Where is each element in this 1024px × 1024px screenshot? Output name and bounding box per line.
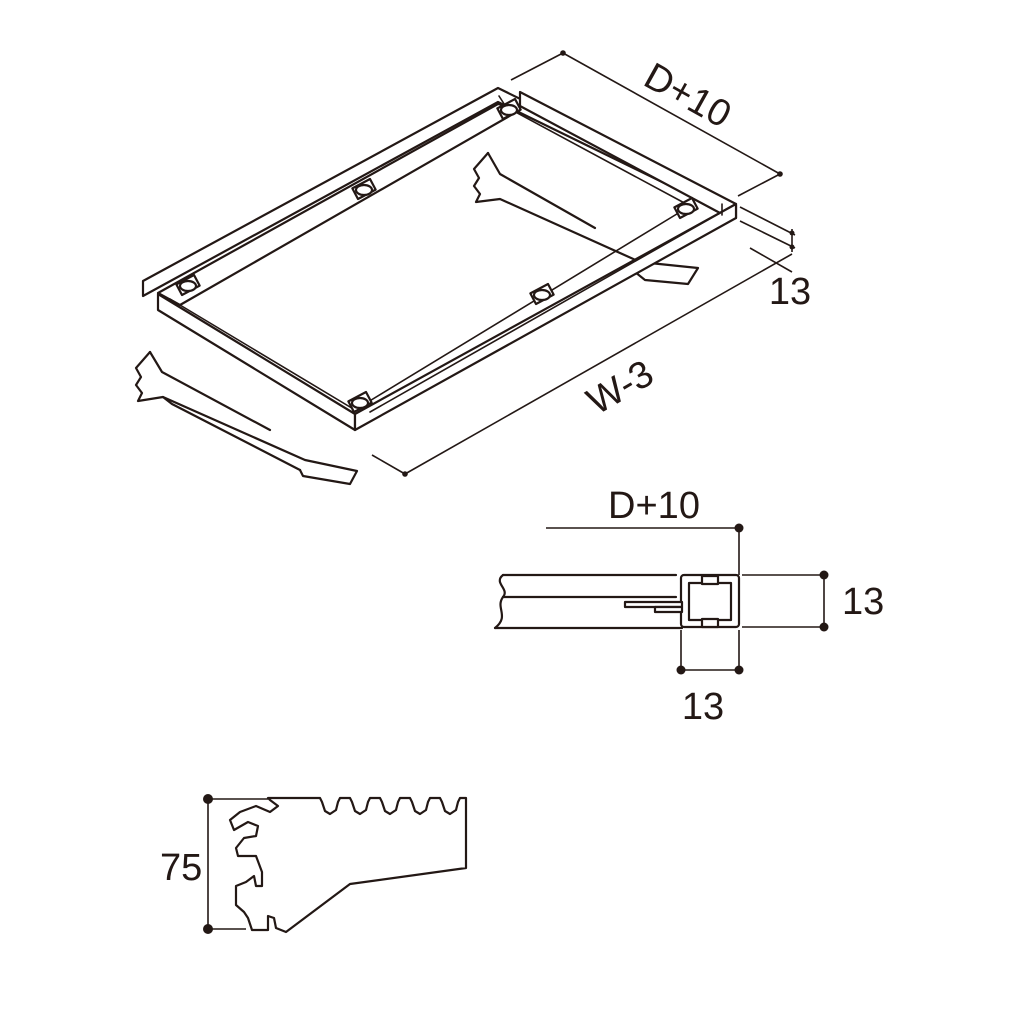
isometric-view: D+10 13 W-3: [134, 50, 811, 486]
bracket-height-dimension: [203, 794, 268, 934]
section-height-label: 13: [842, 581, 884, 623]
width-dimension: [371, 247, 793, 477]
clip-front-left: [175, 273, 201, 297]
mounting-clips: [175, 97, 699, 414]
clip-back-left: [496, 97, 522, 121]
section-width-label: 13: [682, 686, 724, 728]
width-dimension-label: W-3: [580, 352, 661, 423]
clip-back-right: [673, 196, 699, 220]
depth-dimension: [510, 50, 783, 197]
rear-bracket: [472, 151, 700, 286]
section-view: D+10 13 13: [493, 485, 884, 728]
depth-dimension-label: D+10: [637, 55, 738, 136]
section-width-dimension: [676, 630, 744, 675]
section-height-dimension: [742, 570, 829, 632]
clip-front-middle: [529, 282, 555, 306]
section-depth-dimension: [546, 523, 744, 575]
glass-edge: [493, 573, 684, 630]
height-dimension: [739, 206, 796, 252]
bracket-height-label: 75: [160, 847, 202, 889]
height-dimension-label: 13: [769, 271, 811, 313]
shelf-frame: [141, 86, 738, 432]
bracket-view: 75: [160, 794, 468, 934]
clip-left-middle: [351, 177, 377, 201]
clip-front-right: [347, 390, 373, 414]
front-bracket: [134, 350, 359, 486]
bracket-outline: [228, 796, 468, 934]
section-depth-label: D+10: [608, 485, 700, 527]
frame-profile: [623, 573, 741, 629]
